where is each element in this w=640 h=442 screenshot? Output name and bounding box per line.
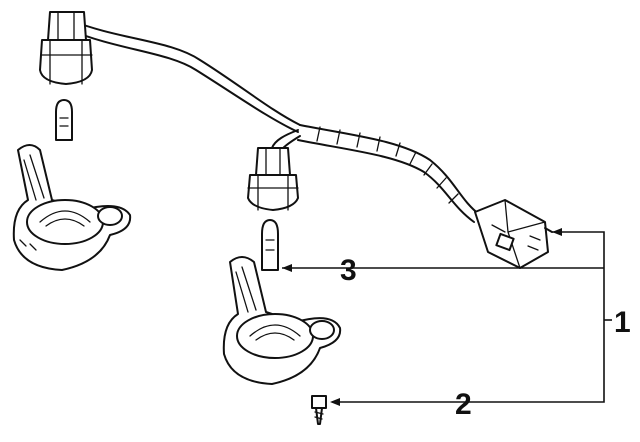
- callout-1: 1: [614, 306, 631, 339]
- wiring-harness: [69, 19, 481, 223]
- screw: [311, 395, 327, 425]
- callout-leaders: [282, 228, 612, 406]
- callout-3: 3: [340, 254, 357, 287]
- middle-bulb: [261, 219, 279, 271]
- upper-bulb: [55, 99, 73, 141]
- upper-socket: [39, 11, 93, 85]
- callout-2: 2: [455, 388, 472, 421]
- lower-lamp-housing: [222, 256, 342, 385]
- upper-lamp-housing: [12, 144, 132, 271]
- middle-socket: [247, 147, 299, 211]
- harness-connector: [474, 199, 553, 269]
